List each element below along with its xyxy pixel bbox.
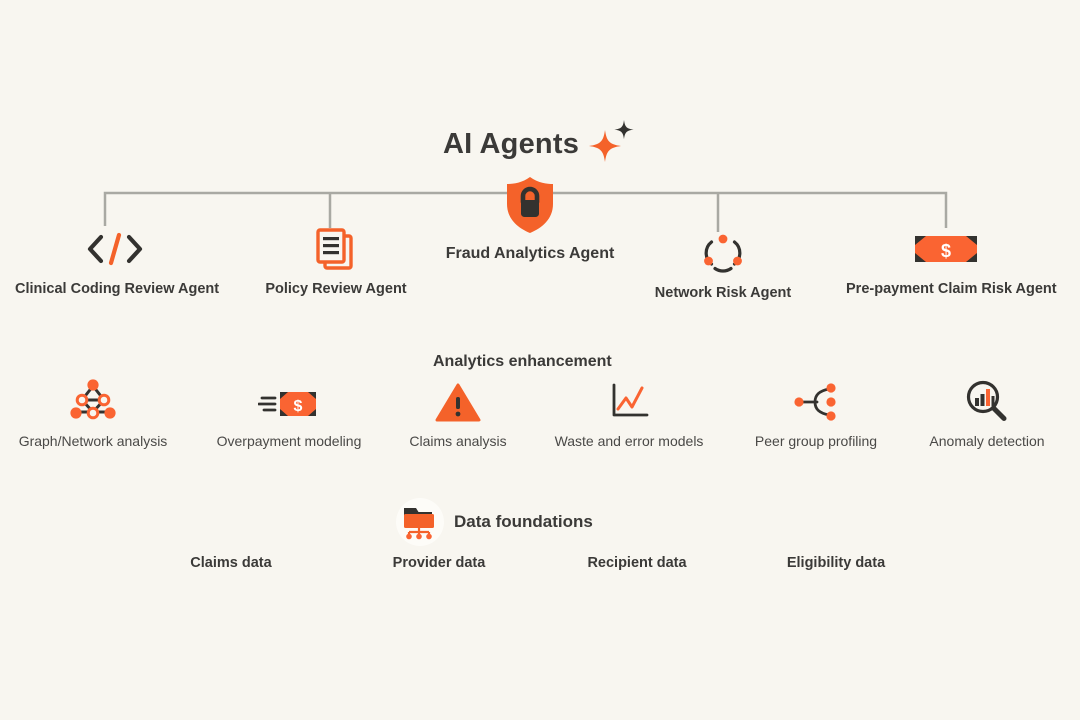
- analytic-label: Peer group profiling: [754, 433, 878, 449]
- analytic-overpayment-modeling[interactable]: $ Overpayment modeling: [194, 378, 384, 449]
- data-foundations-header[interactable]: Data foundations: [396, 498, 593, 546]
- code-brackets-icon: [15, 226, 215, 272]
- analytic-label: Overpayment modeling: [216, 433, 362, 449]
- agent-label: Policy Review Agent: [265, 281, 407, 297]
- data-item-eligibility-data[interactable]: Eligibility data: [786, 555, 886, 571]
- analytic-anomaly-detection[interactable]: Anomaly detection: [892, 378, 1080, 449]
- analytic-waste-error-models[interactable]: Waste and error models: [534, 378, 724, 449]
- agent-clinical-coding-review[interactable]: Clinical Coding Review Agent: [15, 226, 220, 299]
- svg-text:$: $: [294, 398, 303, 415]
- data-item-recipient-data[interactable]: Recipient data: [587, 555, 687, 571]
- share-nodes-icon: [721, 378, 911, 422]
- agent-policy-review[interactable]: Policy Review Agent: [236, 226, 436, 299]
- network-nodes-icon: [623, 230, 823, 276]
- banknote-dollar-icon: $: [846, 226, 1046, 272]
- sparkle-icon: [585, 120, 637, 168]
- graph-network-icon: [0, 378, 188, 422]
- analytic-peer-group-profiling[interactable]: Peer group profiling: [721, 378, 911, 449]
- agent-label: Clinical Coding Review Agent: [15, 281, 220, 297]
- agent-label: Network Risk Agent: [654, 285, 792, 301]
- analytic-label: Waste and error models: [554, 433, 704, 449]
- line-chart-icon: [534, 378, 724, 422]
- title-text: AI Agents: [442, 127, 580, 160]
- agent-label: Fraud Analytics Agent: [445, 245, 615, 262]
- analytic-label: Anomaly detection: [929, 433, 1045, 449]
- magnifier-bars-icon: [892, 378, 1080, 422]
- analytic-label: Claims analysis: [409, 433, 507, 449]
- folder-database-icon: [396, 498, 444, 546]
- money-flow-icon: $: [194, 378, 384, 422]
- data-foundations-title: Data foundations: [454, 512, 593, 531]
- warning-triangle-icon: [363, 378, 553, 422]
- agent-fraud-analytics[interactable]: Fraud Analytics Agent: [430, 175, 630, 264]
- data-item-provider-data[interactable]: Provider data: [392, 555, 486, 571]
- page-title: AI Agents: [0, 120, 1080, 168]
- data-item-claims-data[interactable]: Claims data: [190, 555, 272, 571]
- svg-text:$: $: [941, 241, 951, 261]
- agent-prepayment-claim-risk[interactable]: $ Pre-payment Claim Risk Agent: [846, 226, 1057, 299]
- shield-lock-icon: [430, 175, 630, 235]
- agent-label: Pre-payment Claim Risk Agent: [846, 281, 1057, 297]
- analytic-claims-analysis[interactable]: Claims analysis: [363, 378, 553, 449]
- agent-network-risk[interactable]: Network Risk Agent: [623, 230, 823, 303]
- analytics-heading: Analytics enhancement: [433, 353, 612, 370]
- analytic-label: Graph/Network analysis: [18, 433, 168, 449]
- analytic-graph-network-analysis[interactable]: Graph/Network analysis: [0, 378, 188, 449]
- documents-stack-icon: [236, 226, 436, 272]
